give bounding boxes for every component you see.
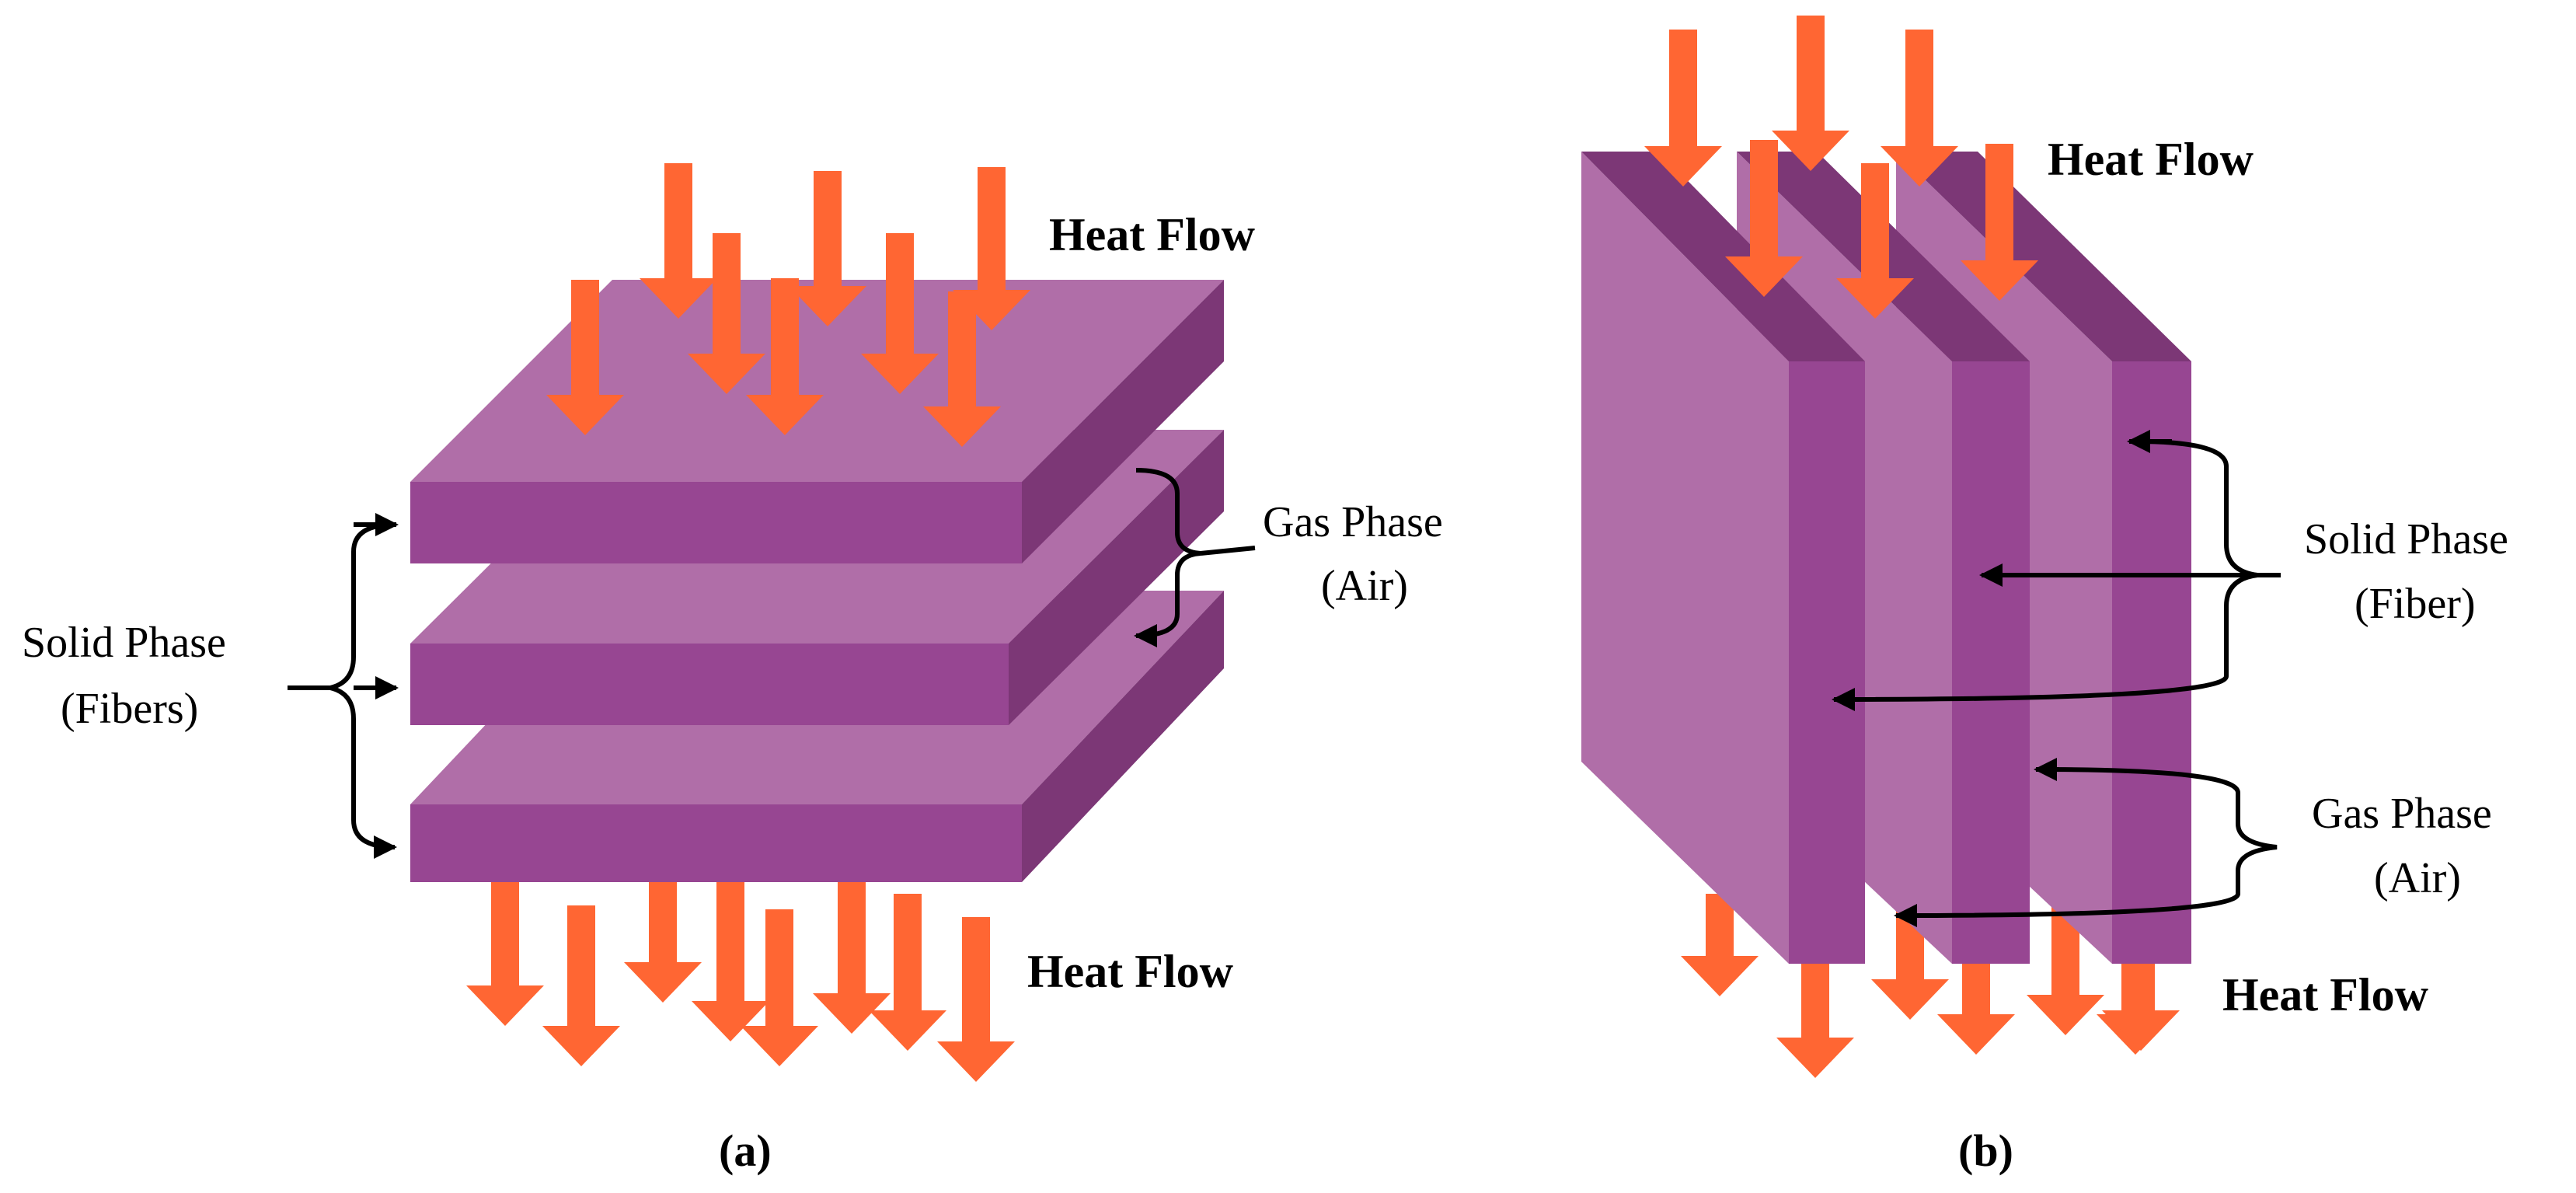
heat-arrow: [546, 280, 624, 435]
gas-phase-label-a-line2: (Air): [1321, 562, 1408, 610]
heat-arrow: [746, 278, 824, 435]
heat-flow-top-label-b: Heat Flow: [2048, 134, 2254, 185]
heat-arrow: [542, 905, 620, 1066]
solid-phase-plate: [1581, 152, 1865, 964]
caption-a: (a): [719, 1125, 772, 1176]
caption-b: (b): [1958, 1125, 2013, 1176]
solid-phase-brace-b: [1832, 430, 2281, 711]
heat-arrow: [789, 171, 866, 326]
heat-arrow: [953, 167, 1030, 330]
heat-arrow: [813, 878, 891, 1034]
heat-arrow: [1871, 894, 1949, 1020]
heat-flow-bottom-label-a: Heat Flow: [1027, 946, 1234, 997]
heat-arrows-top-a: [546, 163, 1030, 447]
heat-arrow: [869, 894, 946, 1051]
solid-phase-label-a-line1: Solid Phase: [22, 619, 226, 667]
heat-arrow: [1937, 964, 2015, 1055]
heat-arrow: [861, 233, 939, 394]
heat-arrow: [1725, 140, 1803, 297]
heat-arrow: [923, 291, 1001, 447]
gas-phase-label-a-line1: Gas Phase: [1263, 498, 1443, 546]
gas-phase-brace-b: [1894, 758, 2278, 927]
solid-phase-brace-a: [288, 513, 399, 859]
heat-arrow: [937, 917, 1015, 1082]
heat-arrow: [1772, 16, 1849, 171]
heat-arrows-bottom-a: [466, 878, 1015, 1082]
heat-arrow: [1776, 964, 1854, 1078]
heat-arrows-top-b: [1644, 16, 2038, 319]
heat-arrow: [741, 909, 818, 1066]
heat-arrow: [640, 163, 717, 319]
heat-flow-bottom-label-b: Heat Flow: [2222, 969, 2429, 1020]
solid-phase-label-a-line2: (Fibers): [61, 685, 198, 733]
solid-phase-label-b-line2: (Fiber): [2355, 580, 2476, 628]
heat-arrow: [2102, 964, 2180, 1051]
solid-phase-slab: [410, 280, 1224, 563]
heat-arrow: [1881, 30, 1958, 187]
heat-arrow: [692, 878, 769, 1041]
heat-arrow: [466, 878, 544, 1026]
heat-arrow: [1644, 30, 1722, 187]
heat-arrow: [1681, 894, 1759, 996]
panel-a: Heat Flow Heat Flow Solid Phase (Fibers)…: [22, 163, 1443, 1176]
panel-b: Heat Flow Heat Flow Solid Phase (Fiber) …: [1581, 16, 2508, 1176]
gas-phase-label-b-line1: Gas Phase: [2312, 790, 2492, 838]
heat-arrow: [1836, 163, 1914, 319]
heat-flow-top-label-a: Heat Flow: [1049, 209, 1256, 260]
gas-phase-label-b-line2: (Air): [2374, 854, 2461, 902]
solid-phase-label-b-line1: Solid Phase: [2304, 515, 2508, 563]
heat-arrow: [2027, 894, 2104, 1035]
heat-arrow: [624, 878, 702, 1003]
gas-phase-brace-a: [1134, 468, 1256, 647]
heat-arrow: [1961, 144, 2038, 301]
heat-arrow: [688, 233, 765, 394]
heat-arrows-bottom-b: [1681, 894, 2180, 1078]
